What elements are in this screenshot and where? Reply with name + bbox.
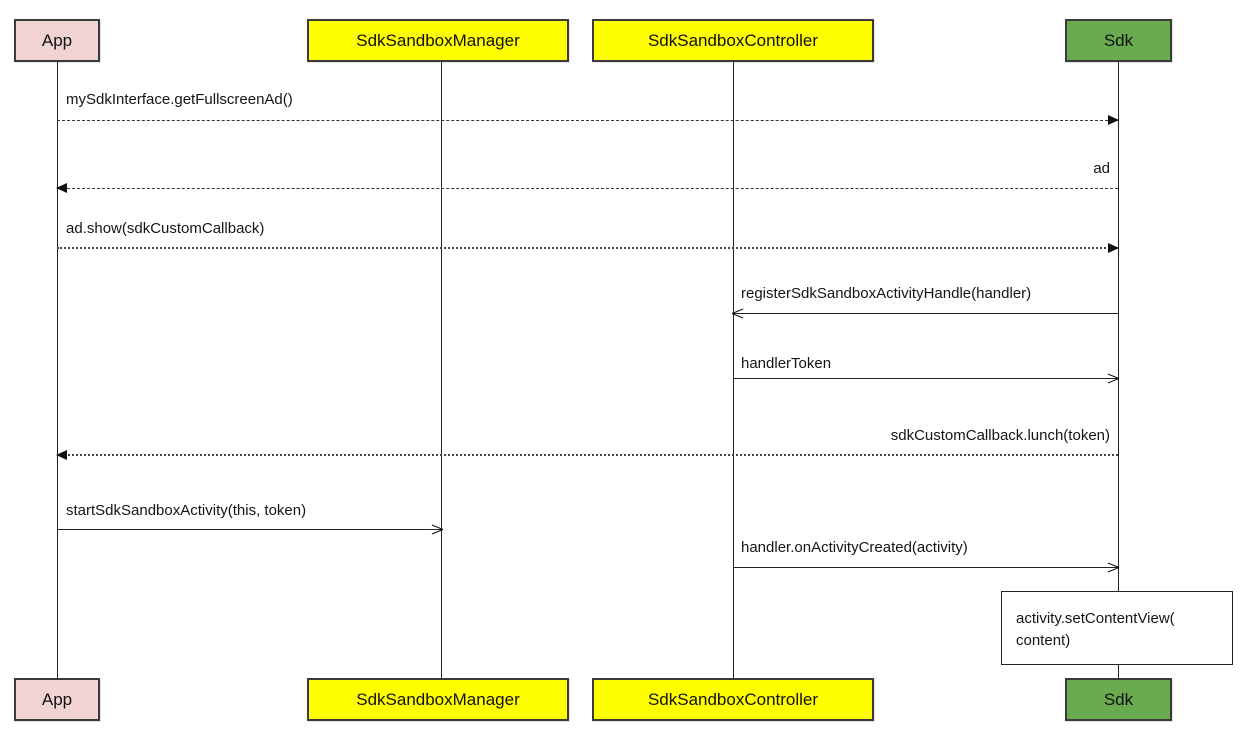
participant-label: App [41,690,73,709]
participant-sdk-footer[interactable]: Sdk [1065,678,1172,721]
participant-app-header[interactable]: App [14,19,100,62]
message-label-registersdksandboxactivityhandle: registerSdkSandboxActivityHandle(handler… [741,285,1032,302]
participant-controller-footer[interactable]: SdkSandboxController [592,678,874,721]
participant-sdk-header[interactable]: Sdk [1065,19,1172,62]
message-label-handlertoken: handlerToken [741,355,832,372]
lifeline-sdk [1118,62,1119,678]
message-label-ad: ad [1093,160,1110,177]
participant-label: App [41,31,73,50]
message-line [733,378,1118,379]
arrowhead-left-icon [732,307,744,319]
participant-controller-header[interactable]: SdkSandboxController [592,19,874,62]
arrowhead-right-icon [431,523,443,535]
arrowhead-right-icon [1107,372,1119,384]
participant-label: Sdk [1103,31,1134,50]
message-label-sdkcustomcallback-lunch: sdkCustomCallback.lunch(token) [890,427,1110,444]
participant-manager-footer[interactable]: SdkSandboxManager [307,678,569,721]
message-line [57,529,442,530]
arrowhead-right-icon [1107,561,1119,573]
message-label-adshow: ad.show(sdkCustomCallback) [66,220,265,237]
participant-label: SdkSandboxManager [356,31,520,50]
arrowhead-left-icon [56,450,67,460]
participant-label: SdkSandboxManager [356,690,520,709]
participant-manager-header[interactable]: SdkSandboxManager [307,19,569,62]
note-line-2: content) [1016,631,1071,649]
lifeline-controller [733,62,734,678]
message-line [57,247,1118,249]
lifeline-manager [441,62,442,678]
note-line-1: activity.setContentView( [1016,610,1175,627]
arrowhead-right-icon [1108,243,1119,253]
arrowhead-right-icon [1108,115,1119,125]
message-label-startsdksandboxactivity: startSdkSandboxActivity(this, token) [66,502,307,519]
message-line [733,567,1118,568]
note-setcontentview: activity.setContentView( content) [1001,591,1233,665]
lifeline-app [57,62,58,678]
participant-label: SdkSandboxController [647,690,819,709]
message-line [733,313,1118,314]
participant-app-footer[interactable]: App [14,678,100,721]
participant-label: Sdk [1103,690,1134,709]
message-line [57,454,1118,456]
message-line [57,188,1118,189]
participant-label: SdkSandboxController [647,31,819,50]
message-line [57,120,1118,121]
arrowhead-left-icon [56,183,67,193]
message-label-getfullscreenad: mySdkInterface.getFullscreenAd() [66,91,293,108]
message-label-onactivitycreated: handler.onActivityCreated(activity) [741,539,968,556]
